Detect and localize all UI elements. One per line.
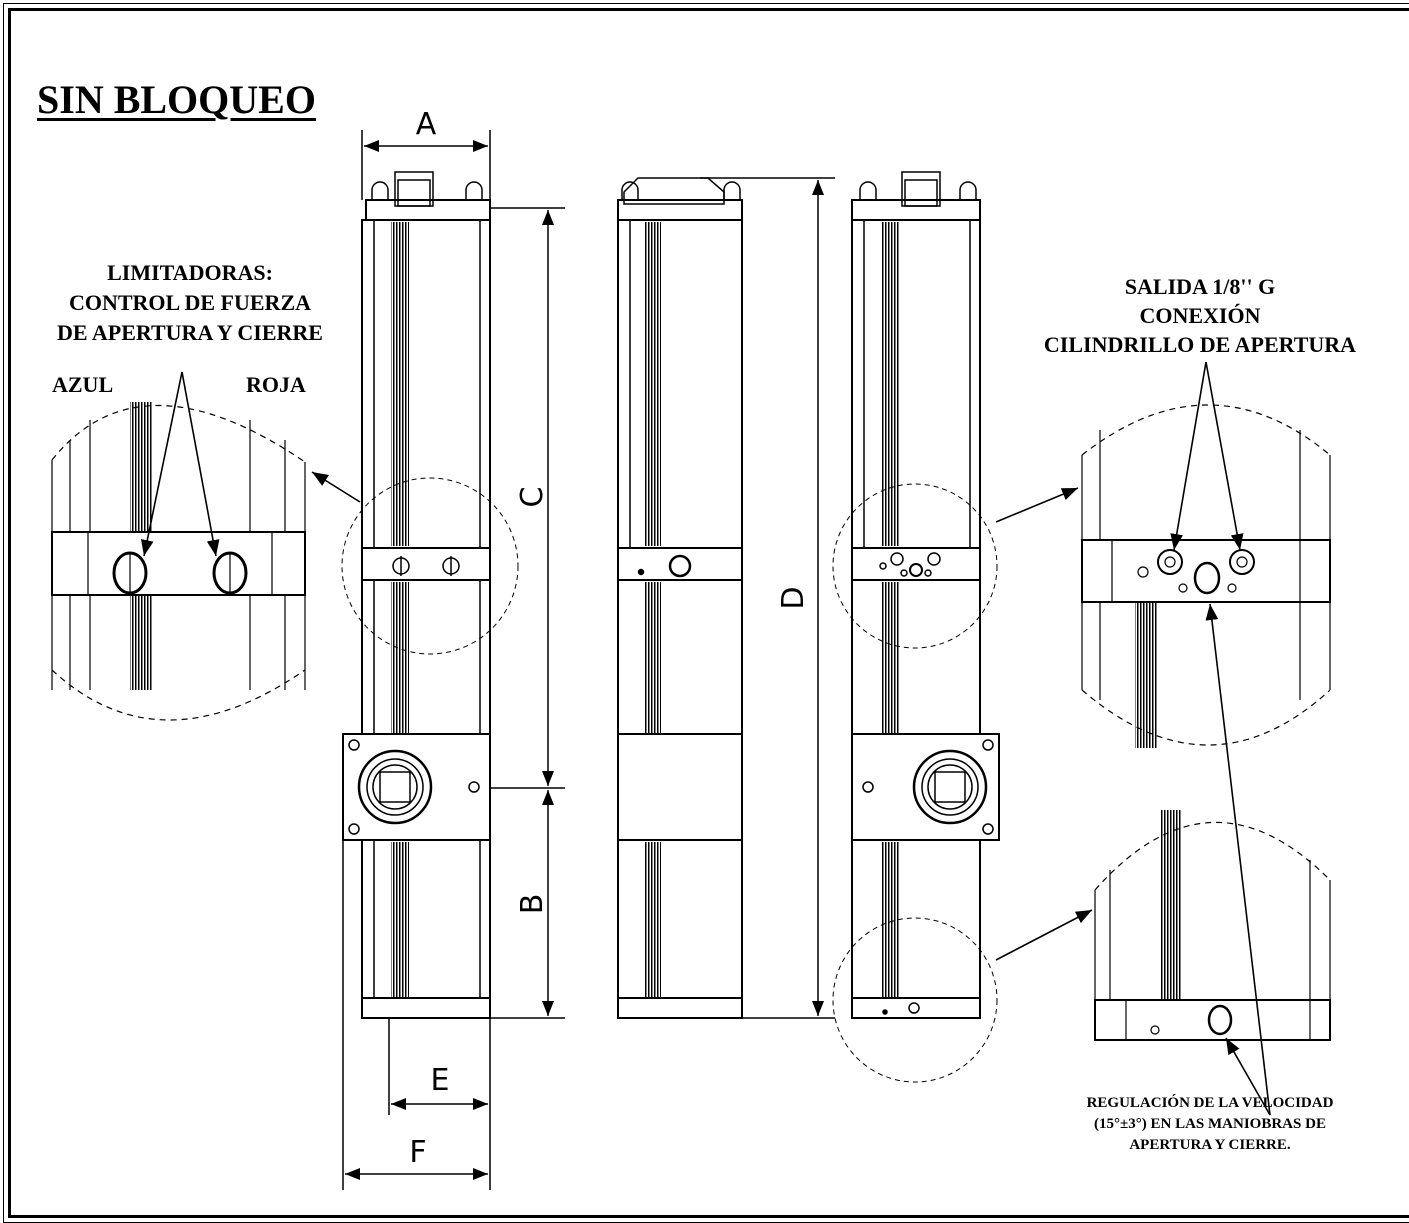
detail-circle-front	[341, 477, 519, 655]
front-view	[342, 171, 491, 1019]
roja-label: ROJA	[246, 372, 306, 397]
azul-label: AZUL	[52, 372, 114, 397]
regulacion-label: REGULACIÓN DE LA VELOCIDAD (15°±3°) EN L…	[1086, 1095, 1334, 1153]
dimension-lines	[342, 130, 835, 1190]
salida-label: SALIDA 1/8'' G CONEXIÓN CILINDRILLO DE A…	[1043, 274, 1357, 357]
dim-b: B	[515, 894, 550, 915]
detail-regulacion	[1094, 810, 1331, 1041]
detail-salida	[1081, 404, 1331, 748]
page-title: SIN BLOQUEO	[37, 77, 316, 122]
detail-circle-rear-top	[832, 483, 998, 649]
detail-circle-rear-bottom	[832, 917, 998, 1083]
dim-e: E	[431, 1063, 450, 1098]
rear-view	[851, 171, 1000, 1019]
dim-d: D	[776, 586, 811, 609]
dim-a: A	[416, 107, 437, 142]
leader-arrows	[140, 361, 1271, 1116]
side-view	[617, 177, 743, 1019]
detail-limitadoras	[51, 402, 306, 721]
dim-c: C	[515, 487, 550, 508]
limitadoras-label: LIMITADORAS: CONTROL DE FUERZA DE APERTU…	[57, 260, 323, 345]
dim-f: F	[409, 1135, 426, 1170]
